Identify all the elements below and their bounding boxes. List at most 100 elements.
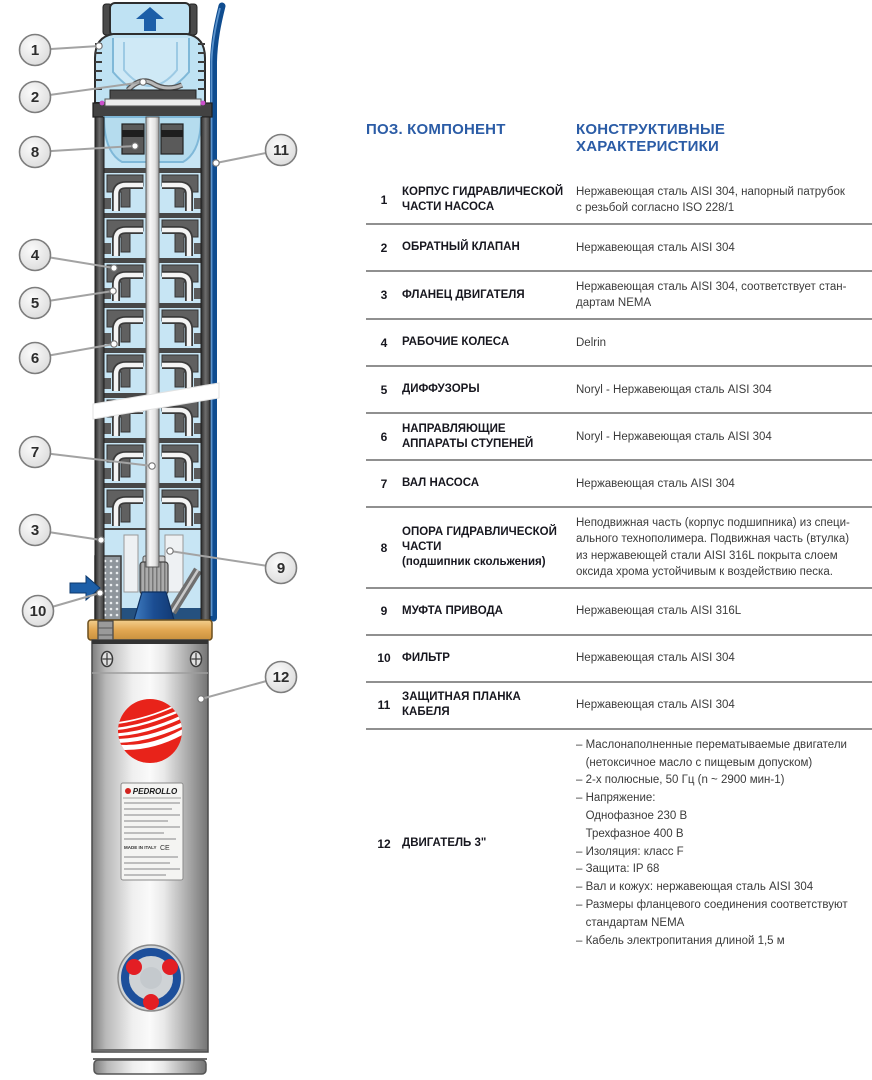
callout-circle [18, 238, 52, 272]
position-number: 4 [380, 335, 388, 350]
callout-target-dot [212, 159, 220, 167]
casing-flange [92, 98, 213, 118]
component-characteristics: Noryl - Нержавеющая сталь AISI 304 [576, 383, 772, 396]
position-number: 5 [380, 382, 388, 397]
component-name: МУФТА ПРИВОДА [402, 604, 503, 617]
spec-row-10: 10 ФИЛЬТР Нержавеющая сталь AISI 304 [366, 633, 872, 681]
callout-2: 2 [18, 78, 147, 114]
motor-body: PEDROLLO MADE IN ITALY CE [91, 639, 209, 1075]
callout-circle [18, 341, 52, 375]
section-break-band [92, 382, 220, 420]
component-name: ФИЛЬТР [402, 651, 450, 664]
power-cable [210, 2, 226, 622]
upper-casing [94, 33, 206, 104]
component-name: ОПОРА ГИДРАВЛИЧЕСКОЙ ЧАСТИ (подшипник ск… [402, 526, 557, 569]
callout-target-dot [109, 287, 117, 295]
spec-row-4: 4 РАБОЧИЕ КОЛЕСА Delrin [366, 318, 872, 365]
callout-number: 5 [31, 295, 39, 312]
component-name: ФЛАНЕЦ ДВИГАТЕЛЯ [402, 288, 525, 301]
component-name: ОБРАТНЫЙ КЛАПАН [402, 241, 520, 254]
component-characteristics: Нержавеющая сталь AISI 304, напорный пат… [576, 186, 845, 215]
nameplate: PEDROLLO MADE IN ITALY CE [120, 782, 184, 881]
callout-number: 1 [31, 42, 39, 59]
callout-circle [18, 286, 52, 320]
spec-row-5: 5 ДИФФУЗОРЫ Noryl - Нержавеющая сталь AISI… [366, 365, 872, 412]
position-number: 7 [380, 476, 388, 491]
component-name: ЗАЩИТНАЯ ПЛАНКА КАБЕЛЯ [402, 691, 521, 719]
callout-5: 5 [18, 286, 117, 320]
spec-table: ПОЗ. КОМПОНЕНТ КОНСТРУКТИВНЫЕ ХАРАКТЕРИС… [366, 121, 872, 958]
callout-circle [18, 513, 52, 547]
callout-circle [18, 80, 52, 114]
ce-mark: CE [160, 845, 170, 852]
callout-target-dot [95, 42, 103, 50]
callout-number: 10 [30, 603, 47, 620]
callout-target-dot [110, 264, 118, 272]
callout-target-dot [131, 142, 139, 150]
component-characteristics: Нержавеющая сталь AISI 304 [576, 652, 735, 665]
motor-screw [189, 650, 203, 668]
callout-number: 2 [31, 89, 39, 106]
callout-target-dot [110, 340, 118, 348]
callout-8: 8 [18, 135, 139, 169]
pump-shaft [145, 116, 160, 568]
callout-11: 11 [212, 133, 298, 167]
callout-6: 6 [18, 340, 118, 375]
component-characteristics: Нержавеющая сталь AISI 304 [576, 699, 735, 712]
callout-4: 4 [18, 238, 118, 272]
bottom-emblem [117, 944, 185, 1012]
callout-number: 11 [273, 142, 289, 159]
callout-number: 3 [31, 522, 39, 539]
callout-circle [18, 33, 52, 67]
callout-number: 4 [31, 247, 40, 264]
callout-circle [21, 594, 55, 628]
component-characteristics: Нержавеющая сталь AISI 304, соответствуе… [576, 281, 847, 310]
component-name: ВАЛ НАСОСА [402, 477, 480, 490]
position-number: 11 [377, 698, 391, 713]
spec-row-7: 7 ВАЛ НАСОСА Нержавеющая сталь AISI 304 [366, 459, 872, 506]
callout-number: 12 [273, 669, 290, 686]
callout-number: 7 [31, 444, 39, 461]
position-number: 3 [380, 288, 388, 303]
position-number: 10 [377, 651, 391, 666]
upper-bearing-support [102, 116, 203, 163]
callout-target-dot [96, 589, 104, 597]
callout-3: 3 [18, 513, 105, 547]
filter-bolt [97, 620, 114, 643]
spec-table-header: ПОЗ. КОМПОНЕНТ КОНСТРУКТИВНЫЕ ХАРАКТЕРИС… [366, 121, 872, 155]
spec-row-3: 3 ФЛАНЕЦ ДВИГАТЕЛЯ Нержавеющая сталь AISI … [366, 270, 872, 318]
outlet-arrow-icon [136, 7, 164, 31]
spec-row-11: 11 ЗАЩИТНАЯ ПЛАНКА КАБЕЛЯ Нержавеющая стал… [366, 680, 872, 728]
component-characteristics: Неподвижная часть (корпус подшипника) из… [576, 517, 850, 578]
header-position-component: ПОЗ. КОМПОНЕНТ [366, 121, 506, 138]
callout-circle [18, 435, 52, 469]
callout-target-dot [139, 78, 147, 86]
component-characteristics: Нержавеющая сталь AISI 304 [576, 477, 735, 490]
component-name: ДВИГАТЕЛЬ 3" [402, 837, 487, 850]
callout-circle [264, 551, 298, 585]
callout-target-dot [148, 462, 156, 470]
callout-number: 8 [31, 144, 39, 161]
pump-cross-section-diagram: PEDROLLO MADE IN ITALY CE [18, 2, 298, 1075]
callout-target-dot [197, 695, 205, 703]
position-number: 12 [377, 836, 391, 851]
position-number: 8 [380, 540, 388, 555]
position-number: 6 [380, 429, 388, 444]
callout-circle [264, 133, 298, 167]
position-number: 1 [380, 193, 388, 208]
callout-target-dot [97, 536, 105, 544]
callout-target-dot [166, 547, 174, 555]
component-name: РАБОЧИЕ КОЛЕСА [402, 336, 510, 349]
nameplate-made-in: MADE IN ITALY [124, 845, 157, 850]
component-characteristics: Delrin [576, 336, 607, 349]
component-characteristics: Noryl - Нержавеющая сталь AISI 304 [576, 430, 772, 443]
component-name: ДИФФУЗОРЫ [402, 383, 480, 396]
callout-circle [264, 660, 298, 694]
callout-number: 9 [277, 560, 285, 577]
callout-circle [18, 135, 52, 169]
